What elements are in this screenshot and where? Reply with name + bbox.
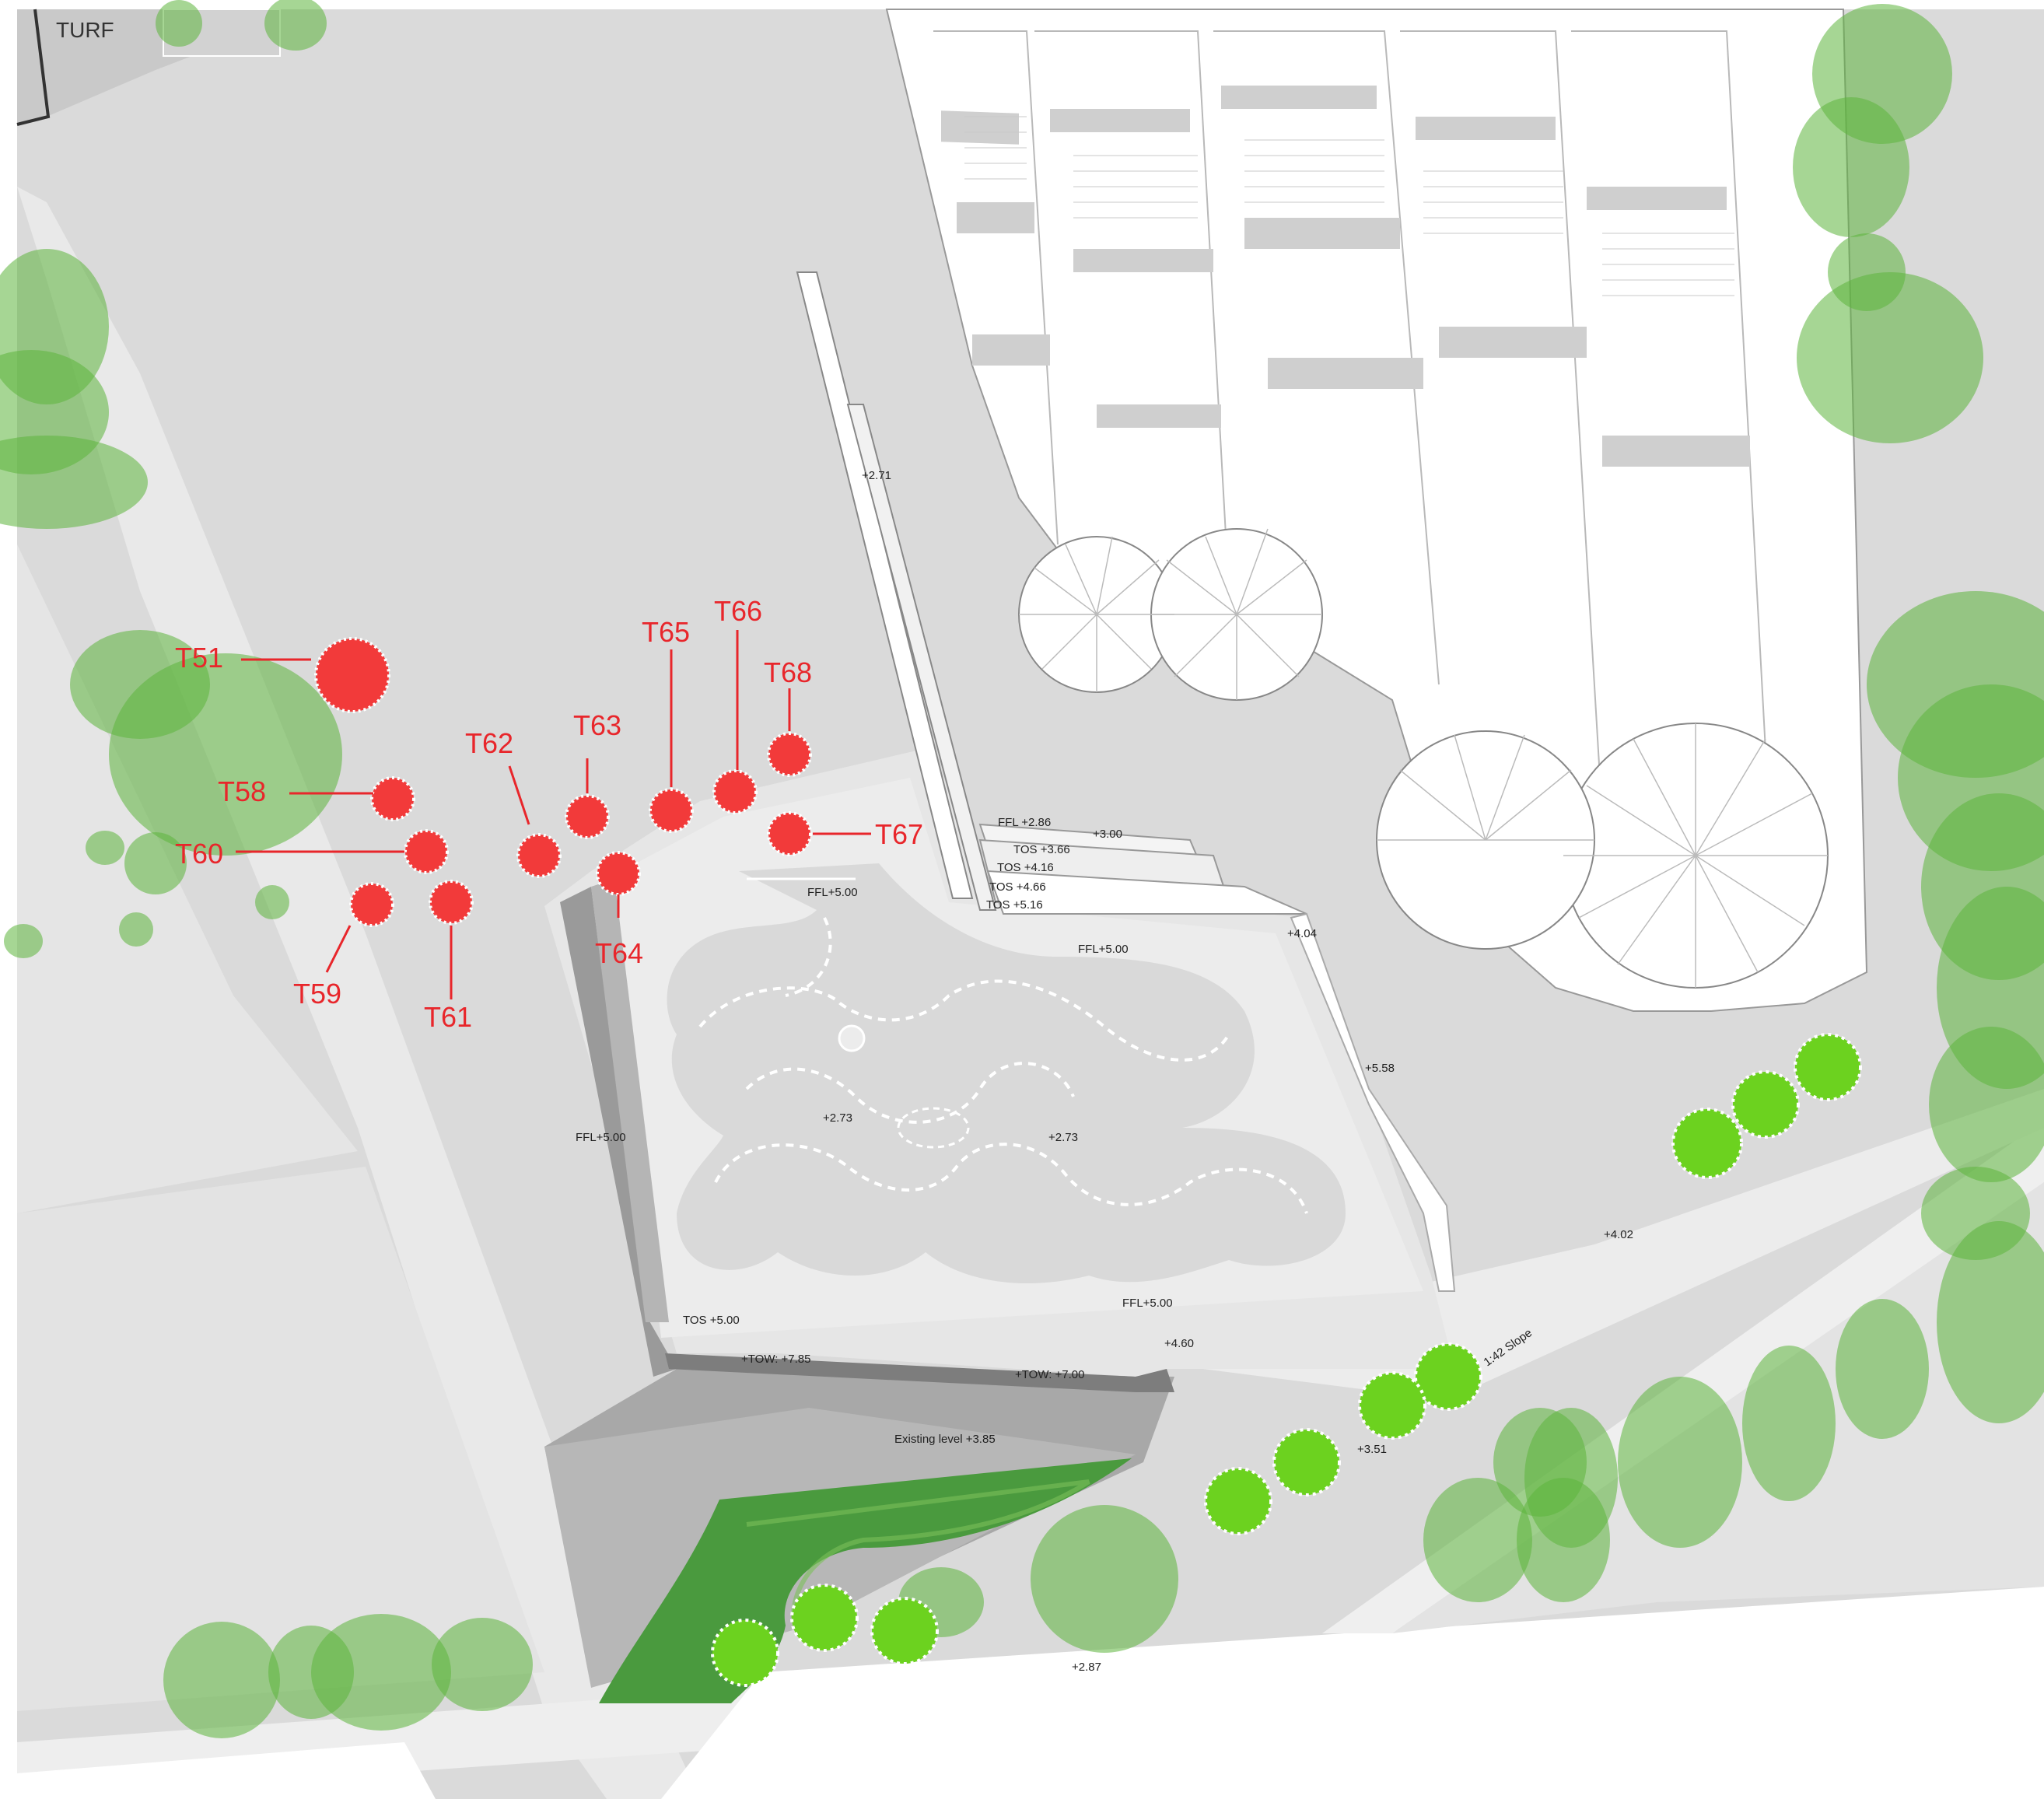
level-label: TOS +5.16 (986, 898, 1043, 912)
page-margin-top (0, 0, 2044, 9)
road-white (661, 1587, 2044, 1799)
left-walkway (17, 187, 700, 1799)
level-label: +TOW: +7.85 (741, 1353, 811, 1366)
tree-label-t64: T64 (595, 937, 643, 969)
tree-labels: T51 T58 T60 T59 T61 T62 T63 T64 T65 T66 … (175, 595, 923, 1033)
pump-track-platform (544, 747, 1454, 1392)
level-label: +2.73 (823, 1111, 852, 1125)
tree-label-t62: T62 (465, 727, 513, 759)
tree-label-t60: T60 (175, 838, 223, 870)
level-label: FFL +2.86 (998, 816, 1051, 829)
level-label: +TOW: +7.00 (1015, 1368, 1085, 1381)
level-label: +4.60 (1164, 1337, 1194, 1350)
left-paved-block (17, 544, 358, 1213)
tree-label-t68: T68 (764, 656, 812, 688)
level-label: +4.04 (1287, 927, 1317, 940)
tree-leader-lines (236, 630, 871, 999)
level-label: TOS +4.66 (989, 880, 1046, 894)
level-label: +2.71 (862, 469, 891, 482)
road-white-left (17, 1742, 436, 1799)
turf-label: TURF (56, 18, 114, 42)
level-label: +3.00 (1093, 828, 1122, 841)
level-label: +5.58 (1365, 1062, 1395, 1075)
tree-label-t59: T59 (293, 978, 341, 1010)
tree-label-t51: T51 (175, 642, 223, 674)
steps (796, 271, 1456, 1292)
level-label: FFL+5.00 (807, 886, 858, 899)
existing-trees (0, 0, 2044, 1738)
level-label: TOS +4.16 (997, 861, 1054, 874)
level-label: Existing level +3.85 (894, 1433, 996, 1446)
level-label: FFL+5.00 (576, 1131, 626, 1144)
level-label: FFL+5.00 (1078, 943, 1129, 956)
new-trees (711, 1033, 1862, 1687)
level-labels: +2.71 FFL +2.86 +3.00 TOS +3.66 TOS +4.1… (576, 469, 1633, 1674)
level-label: TOS +3.66 (1013, 843, 1070, 856)
tree-label-t65: T65 (642, 616, 690, 648)
tree-label-t58: T58 (218, 775, 266, 807)
level-label: +3.51 (1357, 1443, 1387, 1456)
tree-label-t67: T67 (875, 818, 923, 850)
level-label: +2.87 (1072, 1661, 1101, 1674)
level-label: +4.02 (1604, 1228, 1633, 1241)
level-label: FFL+5.00 (1122, 1297, 1173, 1310)
level-label: TOS +5.00 (683, 1314, 740, 1327)
removed-trees (314, 637, 812, 927)
tree-label-t63: T63 (573, 709, 621, 741)
building-block (885, 9, 1868, 1012)
tree-label-t61: T61 (424, 1001, 472, 1033)
tree-label-t66: T66 (714, 595, 762, 627)
left-bottom-strip (17, 1167, 544, 1711)
level-label: +2.73 (1048, 1131, 1078, 1144)
